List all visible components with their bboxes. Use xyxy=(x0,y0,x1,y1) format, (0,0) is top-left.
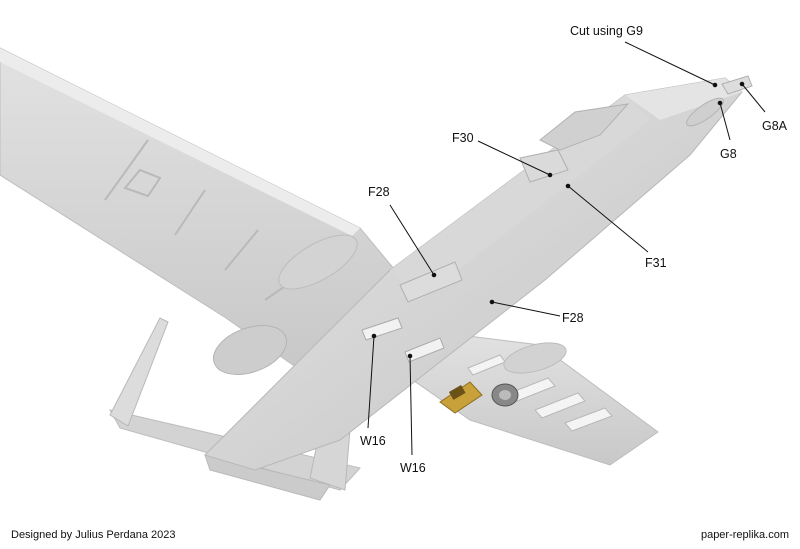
label-w16-right: W16 xyxy=(400,461,426,475)
label-f30: F30 xyxy=(452,131,474,145)
leader-lines xyxy=(367,41,766,456)
nose-probe xyxy=(721,75,753,95)
fuselage xyxy=(204,75,753,471)
label-g8: G8 xyxy=(720,147,737,161)
label-w16-left: W16 xyxy=(360,434,386,448)
part-f30 xyxy=(519,149,569,183)
wing-panel-lines xyxy=(104,139,331,301)
left-wing xyxy=(0,47,411,371)
label-g8a: G8A xyxy=(762,119,788,133)
label-f28-lower: F28 xyxy=(562,311,584,325)
website-link[interactable]: paper-replika.com xyxy=(700,529,789,541)
part-w16-right xyxy=(404,337,445,363)
right-pylon-pod xyxy=(503,342,567,374)
canopy xyxy=(539,103,630,151)
label-f28-upper: F28 xyxy=(368,185,390,199)
designer-credit: Designed by Julius Perdana 2023 xyxy=(11,529,176,541)
left-pylon-pod xyxy=(278,234,358,290)
part-g8-fairing xyxy=(686,97,724,127)
label-f31: F31 xyxy=(645,256,667,270)
part-labels: Cut using G9 G8A G8 F30 F31 F28 F28 W16 … xyxy=(360,24,788,475)
landing-gear xyxy=(439,381,519,414)
part-f28-upper xyxy=(399,261,463,303)
part-w16-left xyxy=(361,317,403,341)
label-cut-using-g9: Cut using G9 xyxy=(570,24,643,38)
